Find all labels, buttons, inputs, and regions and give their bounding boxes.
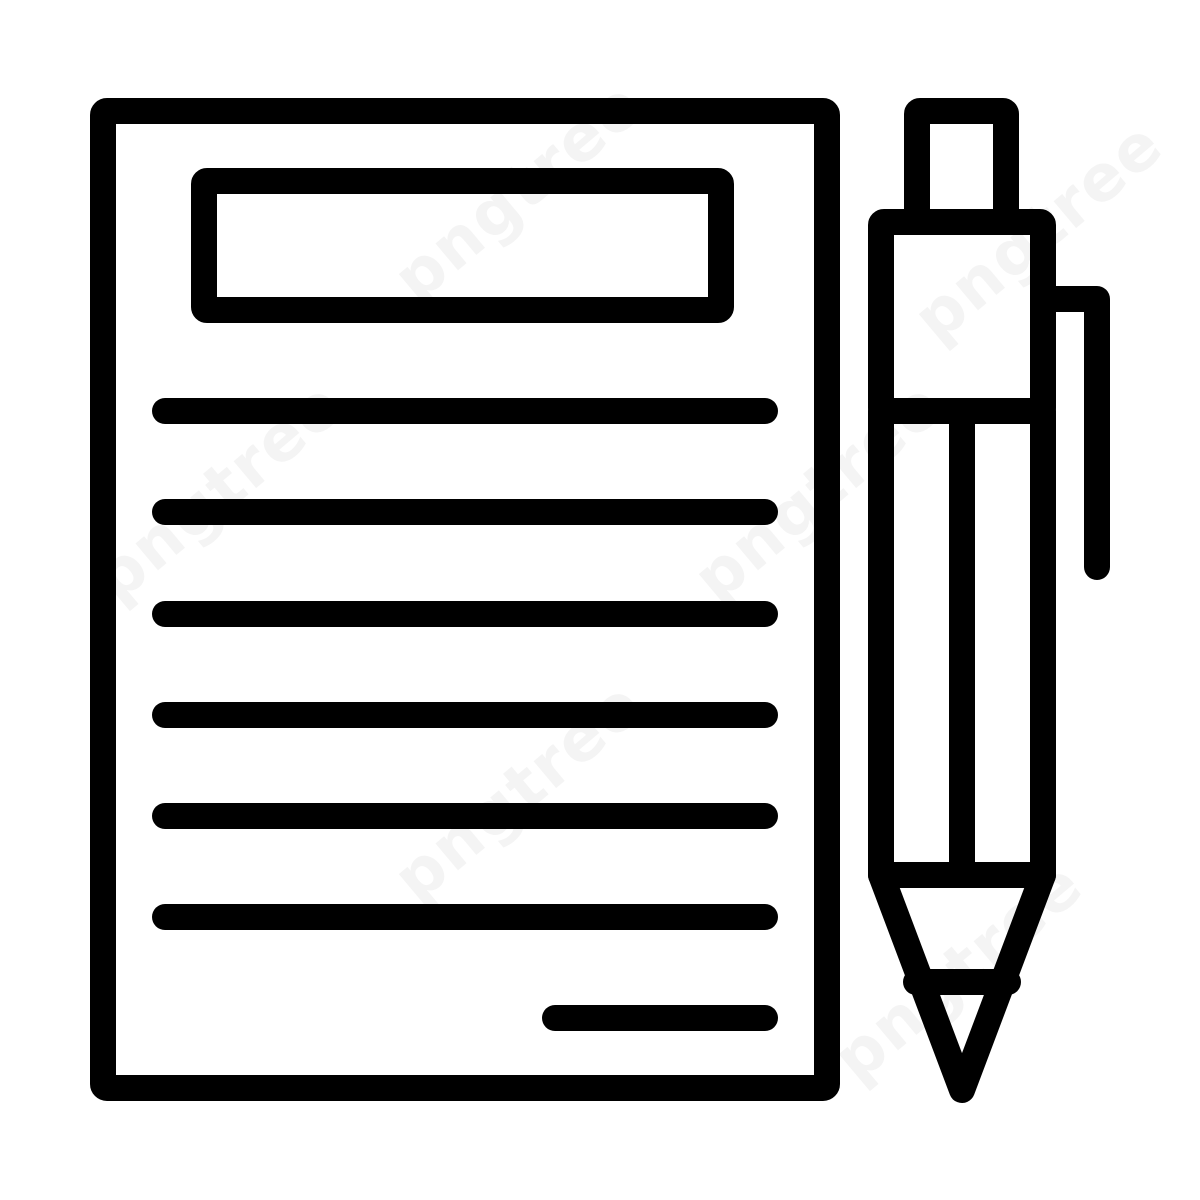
pen-upper-barrel	[868, 209, 1056, 424]
pen-clip	[1030, 286, 1110, 580]
document-sheet	[90, 98, 840, 1101]
document-header-box	[191, 168, 734, 323]
pen-click-button	[904, 98, 1019, 235]
